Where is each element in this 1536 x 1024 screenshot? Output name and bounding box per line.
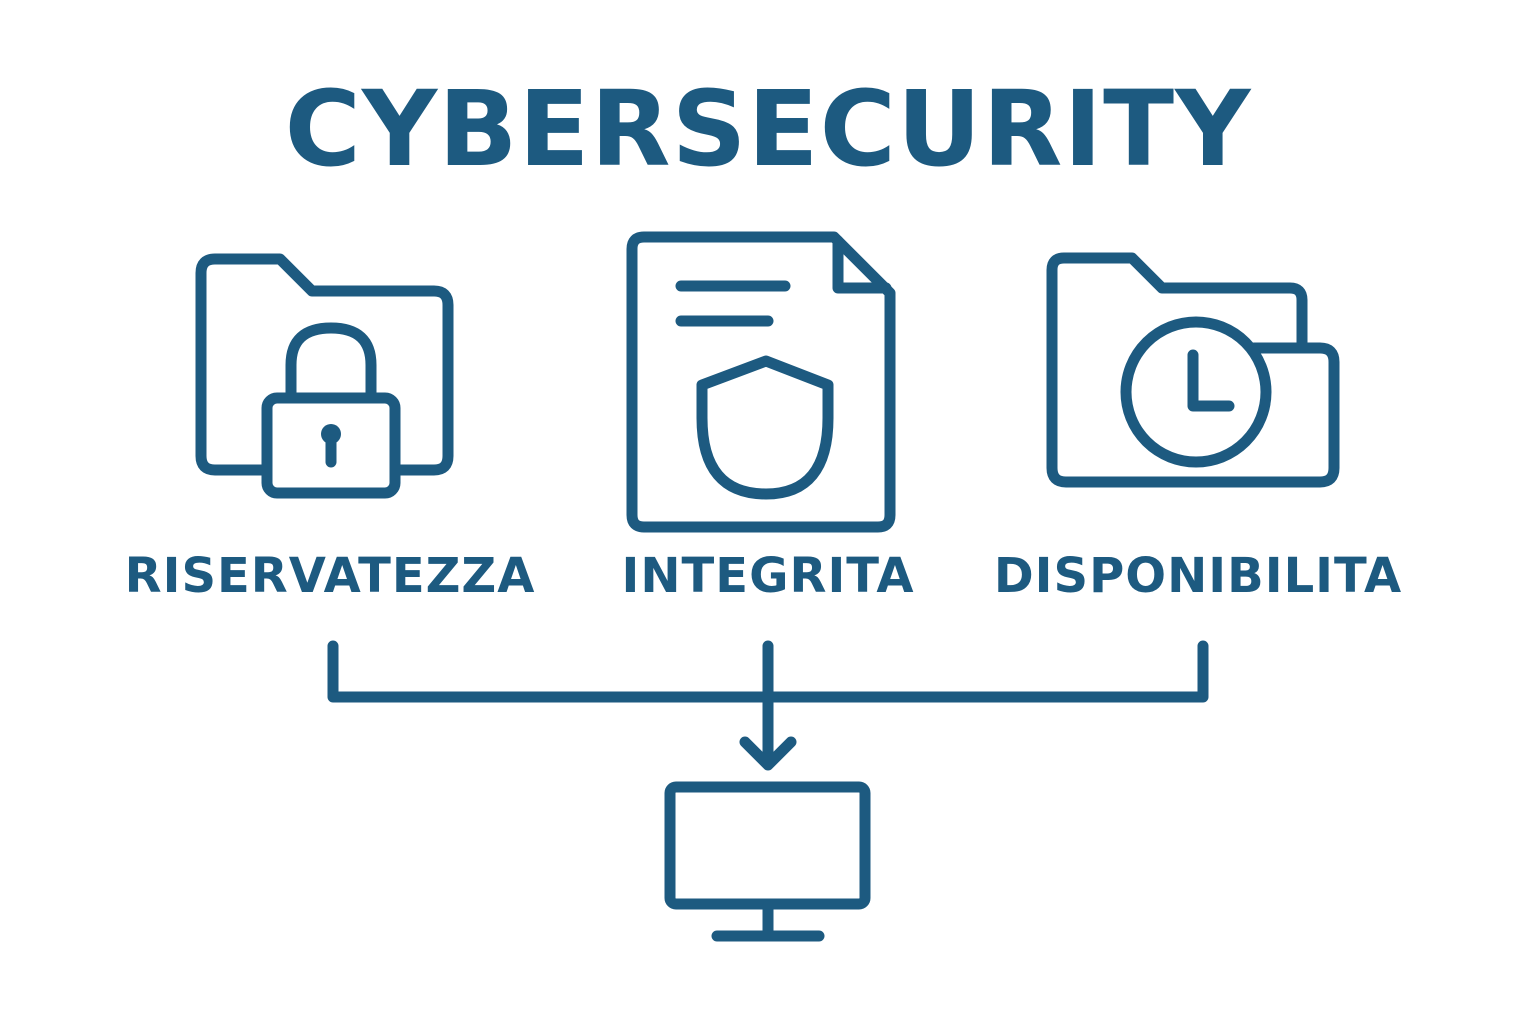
pillar-label-riservatezza: RISERVATEZZA bbox=[124, 548, 536, 604]
pillar-label-integrita: INTEGRITA bbox=[621, 548, 915, 604]
locked-folder-icon bbox=[195, 253, 454, 499]
page-title: CYBERSECURITY bbox=[284, 68, 1252, 190]
clock-folder-icon bbox=[1046, 252, 1340, 488]
computer-monitor-icon bbox=[664, 781, 871, 942]
pillar-label-disponibilita: DISPONIBILITA bbox=[993, 548, 1403, 604]
shield-document-icon bbox=[626, 231, 896, 533]
connector-lines bbox=[327, 640, 1209, 771]
